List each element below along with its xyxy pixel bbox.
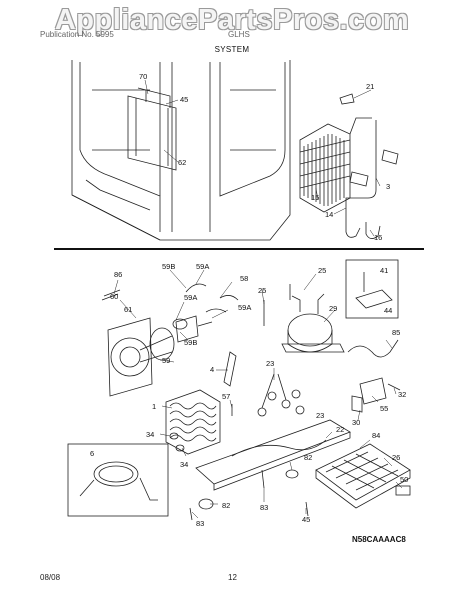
callout-45-lower: 45 bbox=[302, 515, 310, 524]
callout-32: 32 bbox=[398, 390, 406, 399]
harness-drawing bbox=[347, 339, 399, 358]
fan-assembly-drawing bbox=[101, 283, 239, 397]
drain-pan-drawing bbox=[315, 443, 411, 509]
callout-41: 41 bbox=[380, 266, 388, 275]
header-publication: Publication No. 5995 bbox=[40, 30, 114, 39]
cabinet-drawing bbox=[71, 60, 291, 241]
callout-70: 70 bbox=[139, 72, 147, 81]
inset-relay-bracket bbox=[345, 259, 399, 319]
mounting-plate-drawing bbox=[195, 373, 351, 491]
callout-83-middle: 83 bbox=[260, 503, 268, 512]
callout-60: 60 bbox=[110, 292, 118, 301]
callout-leaders-upper bbox=[144, 79, 381, 237]
callout-59a-upper: 59A bbox=[196, 262, 209, 271]
watermark: AppliancePartsPros.com bbox=[54, 4, 410, 36]
callout-45-upper: 45 bbox=[180, 95, 188, 104]
callout-84: 84 bbox=[372, 431, 380, 440]
callout-59b-upper: 59B bbox=[162, 262, 175, 271]
callout-29: 29 bbox=[329, 304, 337, 313]
callout-59a-right: 59A bbox=[238, 303, 251, 312]
callout-62: 62 bbox=[178, 158, 186, 167]
callout-1: 1 bbox=[152, 402, 156, 411]
diagram-code: N58CAAAAC8 bbox=[352, 535, 406, 544]
callout-30: 30 bbox=[352, 418, 360, 427]
callout-3: 3 bbox=[386, 182, 390, 191]
callout-50: 50 bbox=[400, 475, 408, 484]
header-model: GLHS bbox=[228, 30, 250, 39]
tubing-drawing bbox=[339, 93, 399, 239]
callout-23-lower: 23 bbox=[316, 411, 324, 420]
callout-22: 22 bbox=[336, 425, 344, 434]
section-title: SYSTEM bbox=[214, 45, 250, 54]
power-cord-inset bbox=[67, 443, 169, 517]
callout-15: 15 bbox=[311, 193, 319, 202]
callout-34-lower: 34 bbox=[180, 460, 188, 469]
callout-6: 6 bbox=[90, 449, 94, 458]
callout-labels: 70 45 62 21 15 3 14 16 86 59B 59A 58 60 … bbox=[90, 72, 408, 528]
relay-drawing bbox=[351, 377, 401, 413]
callout-4: 4 bbox=[210, 365, 214, 374]
callout-16: 16 bbox=[374, 233, 382, 242]
callout-25-right: 25 bbox=[318, 266, 326, 275]
callout-25-left: 25 bbox=[258, 286, 266, 295]
evaporator-cover-drawing bbox=[127, 87, 177, 171]
callout-86: 86 bbox=[114, 270, 122, 279]
callout-14: 14 bbox=[325, 210, 333, 219]
callout-34-left: 34 bbox=[146, 430, 154, 439]
callout-61: 61 bbox=[124, 305, 132, 314]
callout-26: 26 bbox=[392, 453, 400, 462]
callout-44: 44 bbox=[384, 306, 392, 315]
compressor-drawing bbox=[263, 284, 345, 353]
callout-21: 21 bbox=[366, 82, 374, 91]
section-divider bbox=[54, 248, 424, 250]
callout-59: 59 bbox=[162, 356, 170, 365]
footer-page-number: 12 bbox=[228, 573, 237, 582]
callout-59b-lower: 59B bbox=[184, 338, 197, 347]
callout-57: 57 bbox=[222, 392, 230, 401]
callout-82-lower: 82 bbox=[222, 501, 230, 510]
callout-leaders-lower bbox=[113, 269, 403, 519]
small-fasteners bbox=[169, 351, 309, 521]
callout-82-upper: 82 bbox=[304, 453, 312, 462]
condenser-coil-drawing bbox=[165, 389, 221, 455]
callout-59a-middle: 59A bbox=[184, 293, 197, 302]
callout-58: 58 bbox=[240, 274, 248, 283]
callout-85: 85 bbox=[392, 328, 400, 337]
callout-23-upper: 23 bbox=[266, 359, 274, 368]
footer-date: 08/08 bbox=[40, 573, 61, 582]
callout-55: 55 bbox=[380, 404, 388, 413]
callout-83-lower: 83 bbox=[196, 519, 204, 528]
